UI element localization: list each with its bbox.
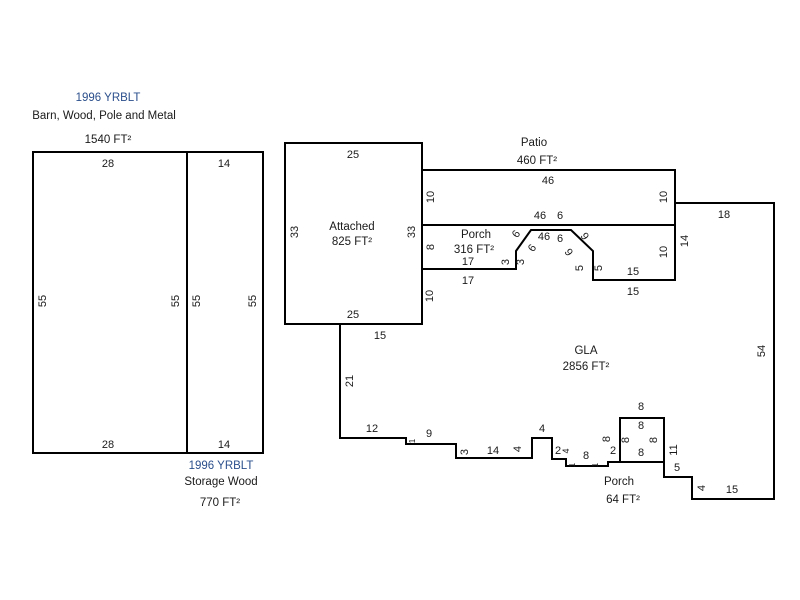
patio-dim-right: 10 — [658, 191, 670, 203]
patio-dim-top: 46 — [542, 175, 554, 187]
gla-dim-seg-14: 14 — [487, 445, 499, 457]
barn-dim-right: 55 — [170, 295, 182, 307]
porch-main-dim-top-sub: 6 — [557, 210, 563, 222]
porch-main-dim-inner-sub: 6 — [557, 233, 563, 245]
porch-small-dim-top-outer: 8 — [638, 401, 644, 413]
storage-area-label: 770 FT² — [200, 497, 240, 509]
barn-dim-top: 28 — [102, 158, 114, 170]
barn-outline[interactable] — [32, 151, 188, 454]
gla-dim-step-5: 5 — [674, 462, 680, 474]
barn-year-label: 1996 YRBLT — [76, 92, 141, 104]
gla-dim-porch-left: 8 — [601, 436, 613, 442]
attached-name-label: Attached — [329, 221, 374, 233]
porch-small-dim-top: 8 — [638, 420, 644, 432]
attached-dim-bottom: 25 — [347, 309, 359, 321]
attached-dim-top: 25 — [347, 149, 359, 161]
gla-dim-step-4: 4 — [696, 485, 708, 491]
porch-main-dim-bottom-right: 15 — [627, 266, 639, 278]
patio-dim-bottom: 46 — [534, 210, 546, 222]
storage-dim-top: 14 — [218, 158, 230, 170]
porch-main-dim-diag-right-b: 6 — [563, 246, 576, 258]
porch-small-dim-right: 8 — [648, 437, 660, 443]
gla-dim-jog-a: 1 — [408, 438, 417, 443]
gla-dim-right-side: 54 — [756, 345, 768, 357]
porch-small-name-label: Porch — [604, 476, 634, 488]
porch-main-dim-bottom-left-outer: 17 — [462, 275, 474, 287]
porch-main-dim-step-right-a: 5 — [574, 265, 586, 271]
gla-dim-right-drop: 11 — [668, 444, 680, 455]
storage-year-label: 1996 YRBLT — [189, 460, 254, 472]
gla-dim-attached-tail: 15 — [374, 330, 386, 342]
porch-main-dim-step-left-a: 3 — [500, 259, 512, 265]
porch-main-name-label: Porch — [461, 229, 491, 241]
storage-dim-left: 55 — [191, 295, 203, 307]
gla-dim-drop-3: 3 — [459, 449, 471, 455]
porch-main-dim-right: 10 — [658, 246, 670, 258]
gla-dim-rise-4: 4 — [512, 446, 524, 452]
porch-main-dim-inner-top: 46 — [538, 231, 550, 243]
gla-dim-seg-9: 9 — [426, 428, 432, 440]
porch-main-dim-step-right-b: 5 — [593, 265, 605, 271]
gla-name-label: GLA — [574, 345, 597, 357]
gla-dim-patio-right: 10 — [424, 290, 436, 302]
gla-dim-bottom-15: 15 — [726, 484, 738, 496]
barn-name-label: Barn, Wood, Pole and Metal — [32, 110, 176, 122]
porch-small-area-label: 64 FT² — [606, 494, 640, 506]
porch-main-dim-diag-right-a: 6 — [579, 230, 592, 242]
patio-area-label: 460 FT² — [517, 155, 557, 167]
gla-dim-left-drop: 21 — [344, 375, 356, 387]
gla-dim-tick-b: 1 — [591, 462, 600, 467]
gla-dim-seg-8: 8 — [583, 450, 589, 462]
barn-dim-bottom: 28 — [102, 439, 114, 451]
porch-small-outline[interactable] — [619, 417, 665, 463]
storage-name-label: Storage Wood — [184, 476, 257, 488]
gla-dim-rise-2: 2 — [610, 445, 616, 457]
patio-dim-left: 10 — [425, 191, 437, 203]
attached-dim-right: 33 — [406, 226, 418, 238]
storage-dim-right: 55 — [247, 295, 259, 307]
gla-dim-bump-down: 2 — [555, 445, 561, 457]
porch-main-area-label: 316 FT² — [454, 244, 494, 256]
porch-main-dim-bottom-left: 17 — [462, 256, 474, 268]
porch-main-dim-left: 8 — [425, 244, 437, 250]
gla-dim-left-bottom: 12 — [366, 423, 378, 435]
porch-main-outline[interactable] — [422, 224, 676, 281]
storage-dim-bottom: 14 — [218, 439, 230, 451]
porch-small-dim-bottom: 8 — [638, 447, 644, 459]
gla-dim-top-right: 18 — [718, 209, 730, 221]
attached-outline[interactable] — [284, 142, 423, 325]
porch-small-dim-left: 8 — [620, 437, 632, 443]
porch-main-dim-step-left-b: 3 — [515, 259, 527, 265]
barn-dim-left: 55 — [37, 295, 49, 307]
attached-dim-left: 33 — [289, 226, 301, 238]
patio-name-label: Patio — [521, 137, 547, 149]
barn-area-label: 1540 FT² — [85, 134, 132, 146]
gla-area-label: 2856 FT² — [563, 361, 610, 373]
porch-main-dim-bottom-right-outer: 15 — [627, 286, 639, 298]
storage-outline[interactable] — [186, 151, 264, 454]
gla-dim-bump-top: 4 — [539, 423, 545, 435]
attached-area-label: 825 FT² — [332, 236, 372, 248]
gla-dim-jog-b: 4 — [561, 448, 571, 453]
gla-dim-right-upper: 14 — [679, 235, 691, 247]
gla-dim-tick-a: 1 — [568, 462, 577, 467]
porch-main-dim-diag-left-a: 6 — [510, 228, 523, 240]
porch-main-dim-diag-left-b: 6 — [526, 242, 539, 254]
